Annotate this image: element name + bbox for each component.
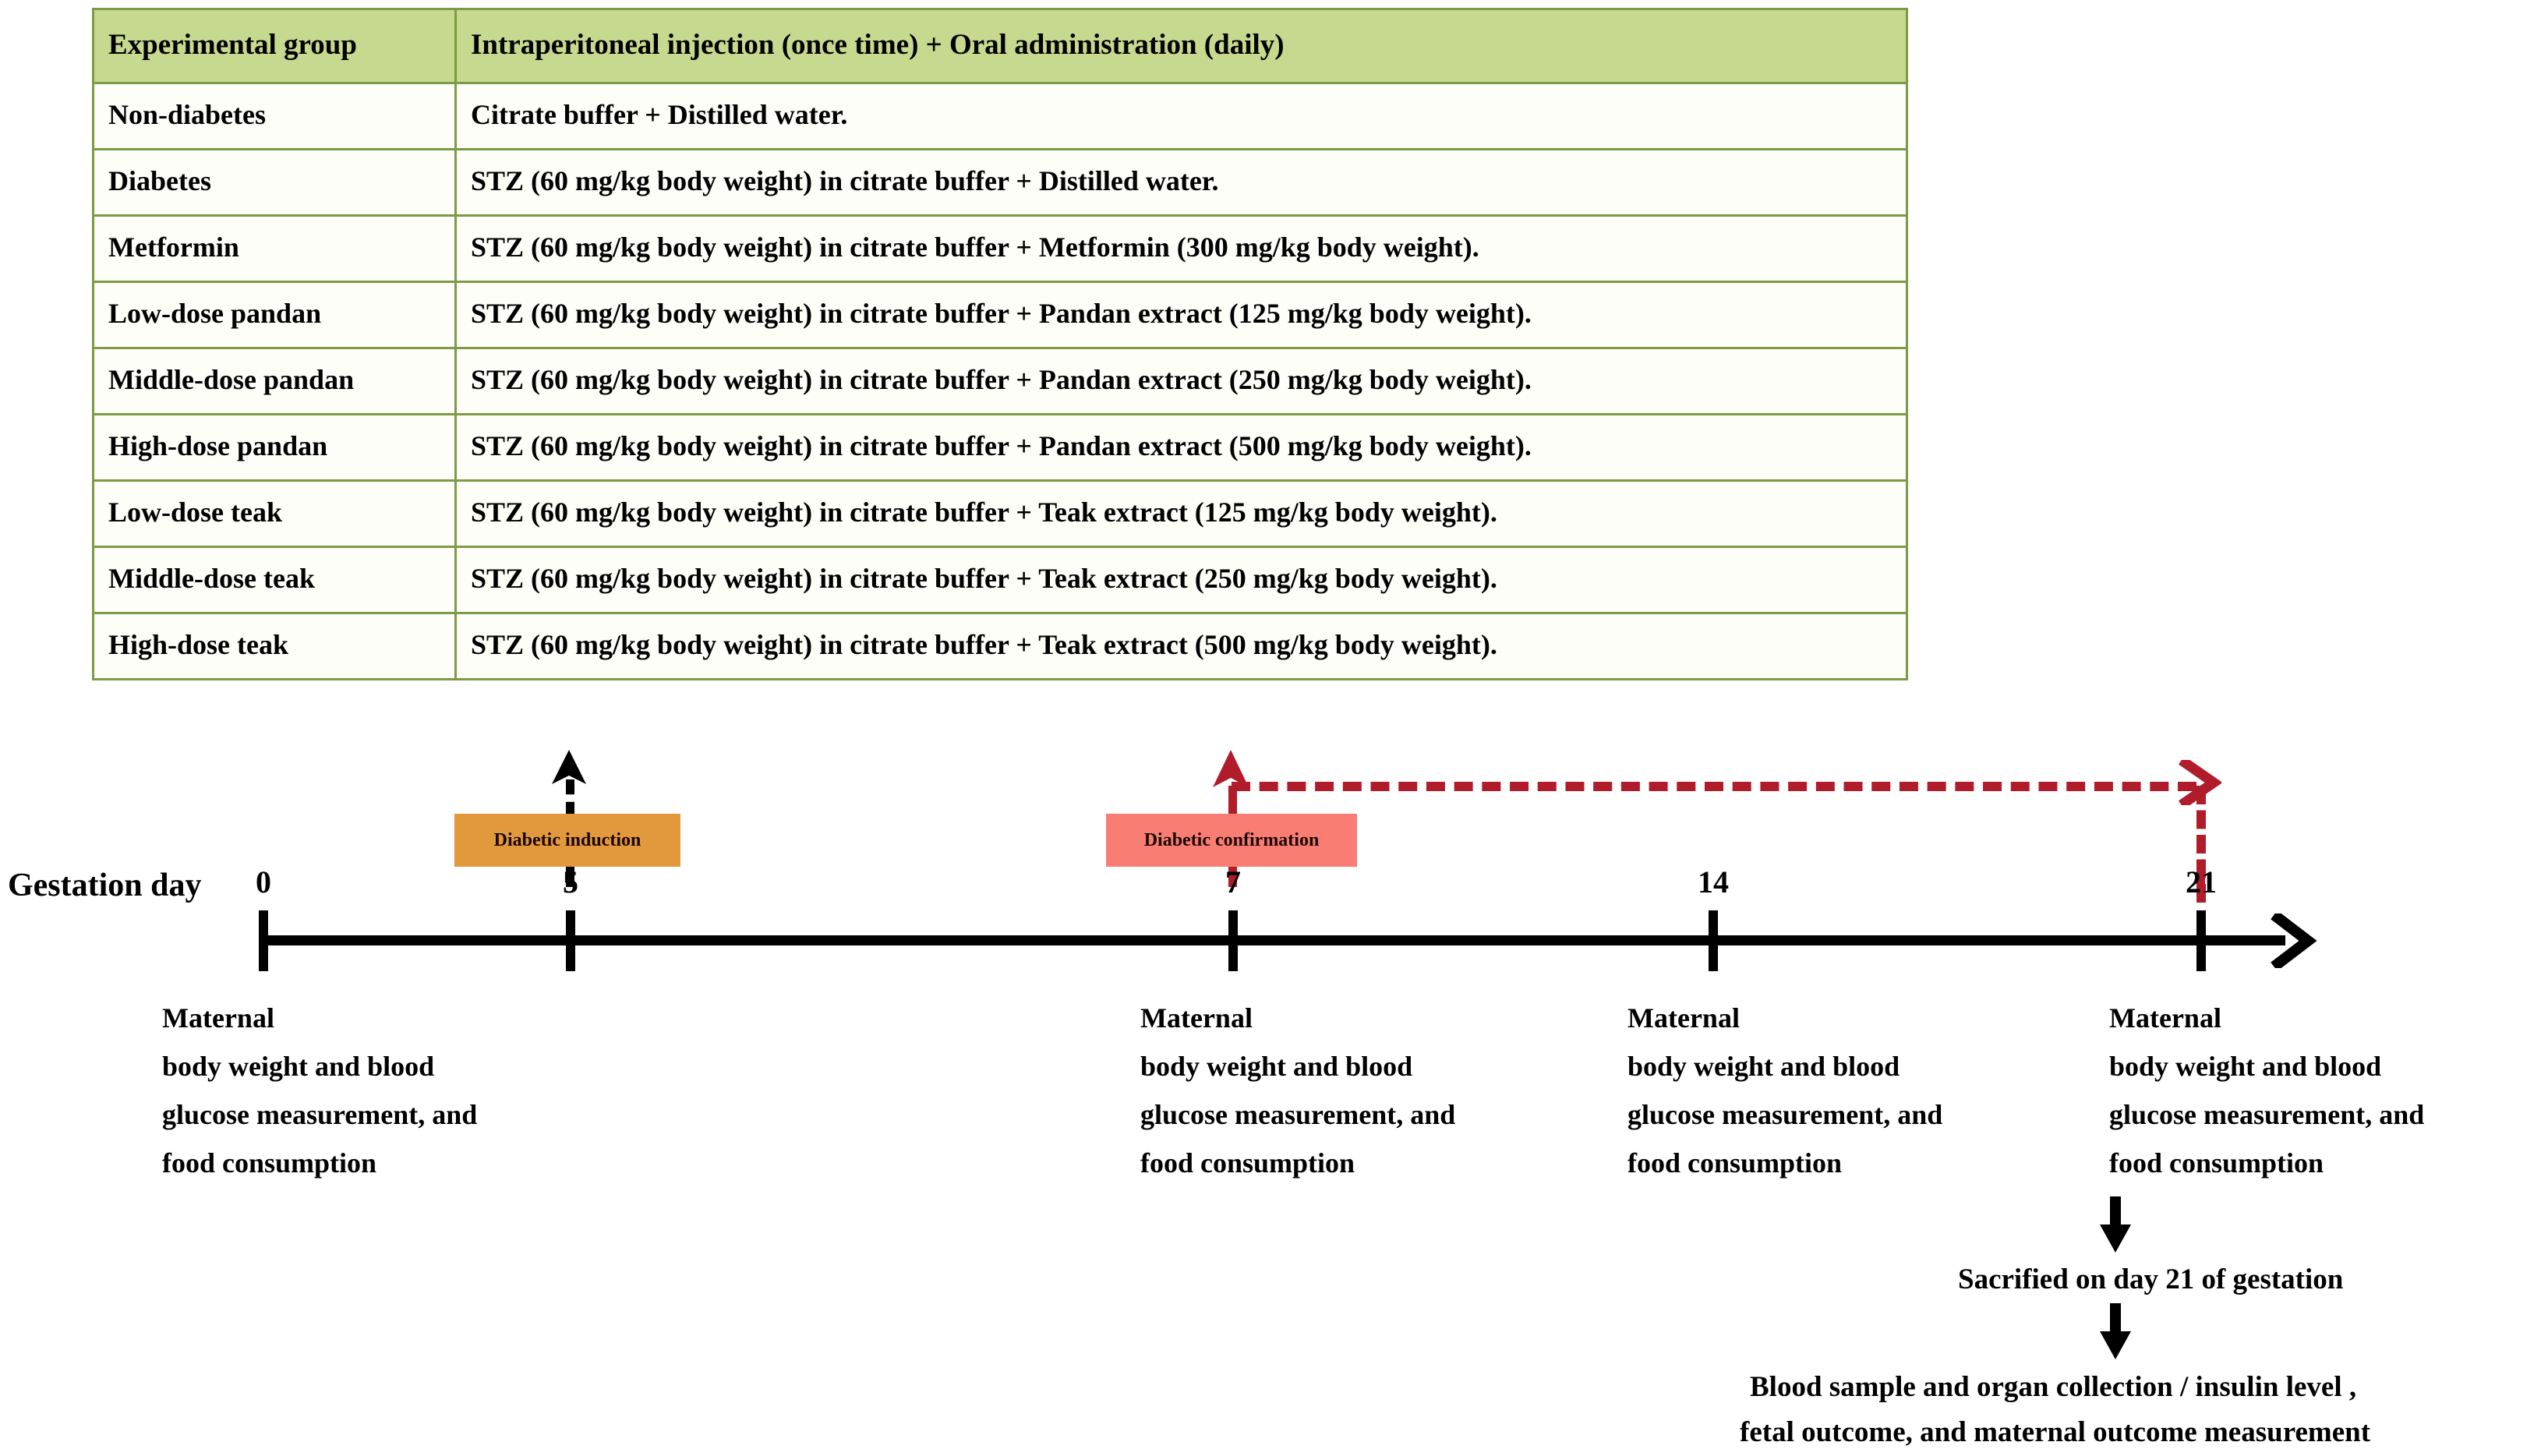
column-header-treatment: Intraperitoneal injection (once time) + … xyxy=(454,8,1908,84)
cell-treatment: STZ (60 mg/kg body weight) in citrate bu… xyxy=(454,479,1908,548)
table-row: Low-dose pandan STZ (60 mg/kg body weigh… xyxy=(92,281,1908,349)
measurement-block-day-0: Maternal body weight and blood glucose m… xyxy=(162,995,477,1188)
timeline-axis xyxy=(259,935,2285,945)
measurement-line: glucose measurement, and xyxy=(2109,1098,2425,1130)
measurement-line: body weight and blood xyxy=(1140,1050,1413,1082)
cell-group: Low-dose teak xyxy=(92,479,457,548)
cell-group: Diabetes xyxy=(92,148,457,217)
cell-group: Metformin xyxy=(92,214,457,283)
measurement-line: food consumption xyxy=(2109,1147,2324,1179)
table-row: Middle-dose teak STZ (60 mg/kg body weig… xyxy=(92,546,1908,614)
cell-treatment: STZ (60 mg/kg body weight) in citrate bu… xyxy=(454,546,1908,614)
measurement-line: body weight and blood xyxy=(1627,1050,1900,1082)
dashed-line-induction xyxy=(566,779,574,817)
measurement-block-day-14: Maternal body weight and blood glucose m… xyxy=(1627,995,1942,1188)
table-row: High-dose pandan STZ (60 mg/kg body weig… xyxy=(92,413,1908,482)
dash-cap-day21-lower xyxy=(2196,864,2205,884)
measurement-line: Maternal xyxy=(2109,1002,2221,1034)
measurement-block-day-21: Maternal body weight and blood glucose m… xyxy=(2109,995,2424,1188)
measurement-line: body weight and blood xyxy=(162,1050,435,1082)
cell-treatment: STZ (60 mg/kg body weight) in citrate bu… xyxy=(454,214,1908,283)
cell-treatment: Citrate buffer + Distilled water. xyxy=(454,82,1908,150)
cell-treatment: STZ (60 mg/kg body weight) in citrate bu… xyxy=(454,281,1908,349)
dashed-line-confirmation-up xyxy=(1228,786,1237,817)
measurement-line: Maternal xyxy=(162,1002,274,1034)
measurement-line: glucose measurement, and xyxy=(162,1098,478,1130)
axis-label-gestation-day: Gestation day xyxy=(8,868,202,903)
axis-tick-day-0 xyxy=(259,910,268,971)
arrow-down-icon-to-sacrifice xyxy=(2098,1196,2133,1254)
cell-group: High-dose teak xyxy=(92,612,457,680)
cell-group: Middle-dose pandan xyxy=(92,347,457,415)
dashed-line-confirmation-across xyxy=(1232,782,2196,791)
axis-tick-label-day-7: 7 xyxy=(1225,864,1241,899)
measurement-line: Maternal xyxy=(1627,1002,1740,1034)
axis-tick-day-7 xyxy=(1228,910,1238,971)
cell-group: Non-diabetes xyxy=(92,82,457,150)
arrow-right-icon-treatment-period xyxy=(2175,755,2223,810)
event-box-diabetic-confirmation[interactable]: Diabetic confirmation xyxy=(1106,814,1357,867)
cell-group: Low-dose pandan xyxy=(92,281,457,349)
axis-tick-day-14 xyxy=(1709,910,1718,971)
measurement-line: food consumption xyxy=(1627,1147,1843,1179)
arrow-right-icon-axis-end xyxy=(2264,910,2319,971)
axis-tick-label-day-0: 0 xyxy=(256,864,271,899)
column-header-group: Experimental group xyxy=(92,8,457,84)
measurement-line: food consumption xyxy=(1140,1147,1355,1179)
arrow-up-icon-induction xyxy=(550,750,588,787)
outcome-step-collection-line2: fetal outcome, and maternal outcome meas… xyxy=(1740,1416,2371,1448)
axis-tick-day-21 xyxy=(2196,910,2206,971)
cell-group: Middle-dose teak xyxy=(92,546,457,614)
outcome-step-sacrifice: Sacrified on day 21 of gestation xyxy=(1958,1263,2344,1295)
axis-tick-label-day-5: 5 xyxy=(563,864,578,899)
arrow-up-icon-confirmation xyxy=(1211,750,1250,790)
table-row: Metformin STZ (60 mg/kg body weight) in … xyxy=(92,214,1908,283)
measurement-line: body weight and blood xyxy=(2109,1050,2382,1082)
measurement-block-day-7: Maternal body weight and blood glucose m… xyxy=(1140,995,1455,1188)
table-header-row: Experimental group Intraperitoneal injec… xyxy=(92,8,1908,84)
experimental-group-table: Experimental group Intraperitoneal injec… xyxy=(92,8,1908,680)
cell-treatment: STZ (60 mg/kg body weight) in citrate bu… xyxy=(454,148,1908,217)
table-row: High-dose teak STZ (60 mg/kg body weight… xyxy=(92,612,1908,680)
cell-treatment: STZ (60 mg/kg body weight) in citrate bu… xyxy=(454,413,1908,482)
axis-tick-label-day-21: 21 xyxy=(2186,864,2217,899)
dash-cap-induction-lower xyxy=(566,867,574,887)
table-row: Middle-dose pandan STZ (60 mg/kg body we… xyxy=(92,347,1908,415)
axis-tick-label-day-14: 14 xyxy=(1698,864,1729,899)
measurement-line: Maternal xyxy=(1140,1002,1253,1034)
measurement-line: glucose measurement, and xyxy=(1627,1098,1943,1130)
measurement-line: glucose measurement, and xyxy=(1140,1098,1456,1130)
arrow-down-icon-to-collection xyxy=(2098,1303,2133,1361)
event-box-diabetic-induction[interactable]: Diabetic induction xyxy=(454,814,680,867)
outcome-step-collection-line1: Blood sample and organ collection / insu… xyxy=(1750,1371,2357,1403)
dash-cap-confirmation-lower xyxy=(1228,867,1237,887)
cell-treatment: STZ (60 mg/kg body weight) in citrate bu… xyxy=(454,347,1908,415)
cell-treatment: STZ (60 mg/kg body weight) in citrate bu… xyxy=(454,612,1908,680)
table-row: Diabetes STZ (60 mg/kg body weight) in c… xyxy=(92,148,1908,217)
table-row: Non-diabetes Citrate buffer + Distilled … xyxy=(92,82,1908,150)
cell-group: High-dose pandan xyxy=(92,413,457,482)
measurement-line: food consumption xyxy=(162,1147,377,1179)
axis-tick-day-5 xyxy=(566,910,575,971)
table-row: Low-dose teak STZ (60 mg/kg body weight)… xyxy=(92,479,1908,548)
